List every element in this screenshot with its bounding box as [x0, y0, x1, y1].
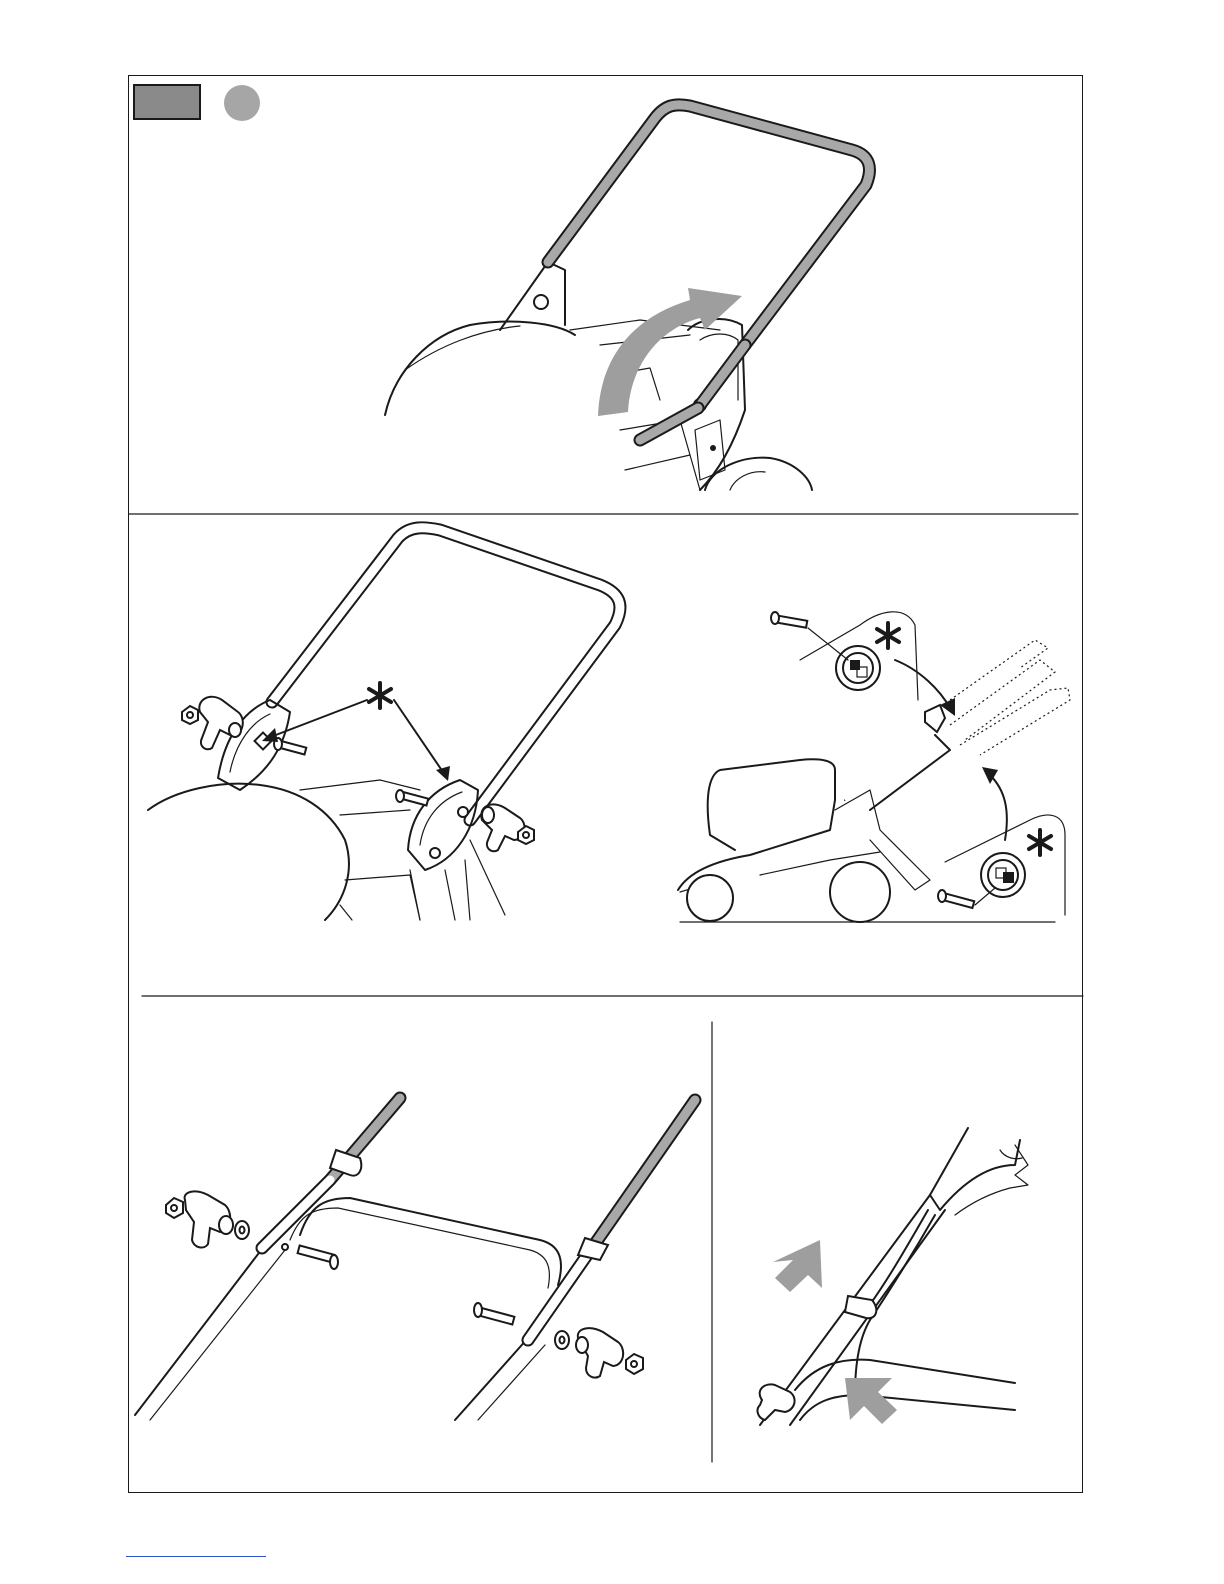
alternate-position [950, 660, 1055, 740]
bolt-icon [298, 1245, 338, 1269]
pointer-arrow [268, 700, 367, 738]
panel-fold-handle [385, 105, 869, 490]
panel-attach-handle-knobs [148, 528, 620, 920]
handle-grip [930, 1140, 1020, 1210]
nut-icon [626, 1354, 643, 1374]
bolt-icon [938, 890, 974, 908]
mower-body [385, 322, 575, 415]
bolt-icon [771, 612, 807, 628]
square-hole-icon [850, 660, 860, 670]
curved-arrow-icon [990, 775, 1007, 840]
curved-arrow-icon [598, 288, 742, 416]
knob-icon [576, 1328, 623, 1377]
panel-upper-handle-assembly [135, 1098, 695, 1420]
mower-body [148, 784, 349, 920]
knob-icon [199, 697, 242, 749]
press-arrow-icon [773, 1240, 822, 1292]
curved-arrow-icon [895, 660, 950, 708]
lower-handle-frame [300, 1198, 561, 1285]
bolt-icon [474, 1303, 514, 1325]
mower-body [678, 759, 835, 890]
nut-icon [182, 706, 198, 724]
bolt-icon [396, 790, 428, 805]
knob-icon [185, 1191, 233, 1247]
asterisk-icon [877, 623, 899, 648]
knob-icon [481, 804, 524, 851]
washer-icon [555, 1331, 569, 1349]
cable-clip [845, 1296, 876, 1318]
step-badge [134, 85, 200, 119]
nut-icon [166, 1198, 183, 1218]
footer-rule [126, 1556, 266, 1557]
panel-handle-height-positions [678, 612, 1070, 922]
asterisk-icon [1029, 830, 1051, 855]
step-circle-icon [224, 85, 260, 121]
asterisk-icon [369, 683, 391, 708]
knob-icon [758, 1384, 795, 1420]
bolt-icon [274, 738, 306, 754]
press-arrow-icon [845, 1378, 897, 1424]
pointer-arrow [394, 700, 445, 775]
washer-icon [235, 1221, 249, 1239]
left-bracket [500, 262, 565, 330]
panel-cable-clip [758, 1128, 1028, 1425]
